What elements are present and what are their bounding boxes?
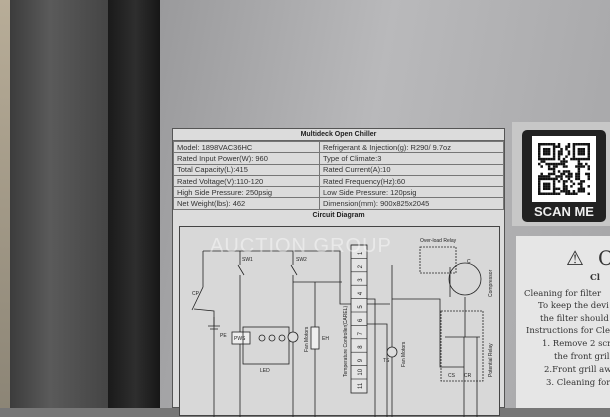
overload-relay [419, 246, 457, 274]
spec-cell: Refrigerant & Injection(g): R290/ 9.7oz [319, 140, 504, 154]
terminal-number: 7 [358, 331, 364, 335]
fan-motors-label: Fan Motors [401, 341, 407, 367]
terminal-number: 6 [358, 318, 364, 322]
spec-cell: Net Weight(lbs): 462 [173, 197, 320, 210]
heater-icon [310, 326, 320, 350]
caution-heading: C [598, 246, 610, 270]
spec-cell: Dimension(mm): 900x825x2045 [319, 197, 504, 210]
spec-cell: High Side Pressure: 250psig [173, 186, 320, 199]
spec-cell: Total Capacity(L):415 [173, 163, 320, 176]
qr-sticker: SCAN ME [512, 122, 610, 226]
pe-label: PE [220, 333, 227, 339]
glass-door [108, 0, 163, 408]
terminal-number: 11 [358, 382, 364, 389]
watermark: AUCTION GROUP [210, 235, 392, 257]
terminal-number: 9 [358, 358, 364, 362]
caution-line: Cleaning for filter [524, 289, 602, 299]
spec-cell: Low Side Pressure: 120psig [319, 186, 504, 199]
led-group: PWS LED [231, 326, 290, 374]
fan-motor-icon [287, 331, 299, 343]
cp-label: CP [192, 291, 200, 297]
spec-cell: Model: 1898VAC36HC [173, 140, 320, 154]
label-title: Multideck Open Chiller [173, 129, 504, 141]
terminal-labels: 1 2 3 4 5 6 7 8 9 10 11 [351, 244, 367, 389]
caution-line: the filter should [540, 314, 609, 324]
caution-line: 1. Remove 2 scr [542, 339, 610, 349]
pws-label: PWS [234, 336, 246, 342]
fan-motor-icon [386, 346, 398, 358]
caution-line: the front gril [554, 352, 610, 362]
sw2-label: SW2 [296, 257, 307, 263]
cs-label: CS [448, 373, 456, 379]
terminal-number: 3 [358, 278, 364, 282]
spec-cell: Rated Voltage(V):110-120 [173, 174, 320, 188]
warning-icon: ⚠ [566, 246, 584, 270]
controller-label: Temperature Controller(CAREL) [343, 306, 349, 377]
overload-label: Over-load Relay [420, 238, 457, 244]
scan-me-label: SCAN ME [534, 204, 594, 219]
qr-code-pattern [538, 143, 590, 195]
spec-label: Multideck Open Chiller Model: 1898VAC36H… [172, 128, 505, 417]
caution-subheading: Cl [590, 273, 600, 283]
terminal-number: 4 [358, 291, 364, 295]
spec-cell: Type of Climate:3 [319, 152, 504, 165]
caution-sticker: ⚠ C Cl Cleaning for filter To keep the d… [516, 236, 610, 408]
circuit-diagram: PWS LED SW1 SW2 CP PE Fan Motors EH Temp… [179, 226, 500, 417]
eh-label: EH [322, 336, 329, 342]
potential-relay-label: Potential Relay [488, 343, 494, 377]
caution-line: 3. Cleaning for [546, 378, 610, 388]
spec-cell: Rated Input Power(W): 960 [173, 152, 320, 165]
terminal-number: 8 [358, 345, 364, 349]
caution-line: 2.Front grill aw [544, 365, 610, 375]
door-frame [10, 0, 110, 408]
terminal-number: 5 [358, 305, 364, 309]
circuit-title: Circuit Diagram [312, 211, 365, 219]
led-label: LED [260, 368, 270, 374]
potential-relay [440, 310, 484, 382]
caution-line: Instructions for Clea [526, 326, 610, 336]
ts-label: TS [383, 358, 390, 364]
terminal-number: 1 [358, 251, 364, 255]
fan-motors-label: Fan Motors [304, 326, 310, 352]
caution-line: To keep the devi [538, 301, 609, 311]
c-label: C [467, 259, 471, 265]
cr-label: CR [464, 373, 472, 379]
qr-code[interactable]: SCAN ME [522, 130, 606, 222]
compressor-icon [448, 262, 482, 296]
terminal-number: 2 [358, 264, 364, 268]
terminal-number: 10 [358, 368, 364, 375]
spec-cell: Rated Current(A):10 [319, 163, 504, 176]
spec-cell: Rated Frequency(Hz):60 [319, 174, 504, 188]
sw1-label: SW1 [242, 257, 253, 263]
compressor-label: Compressor [488, 269, 494, 297]
